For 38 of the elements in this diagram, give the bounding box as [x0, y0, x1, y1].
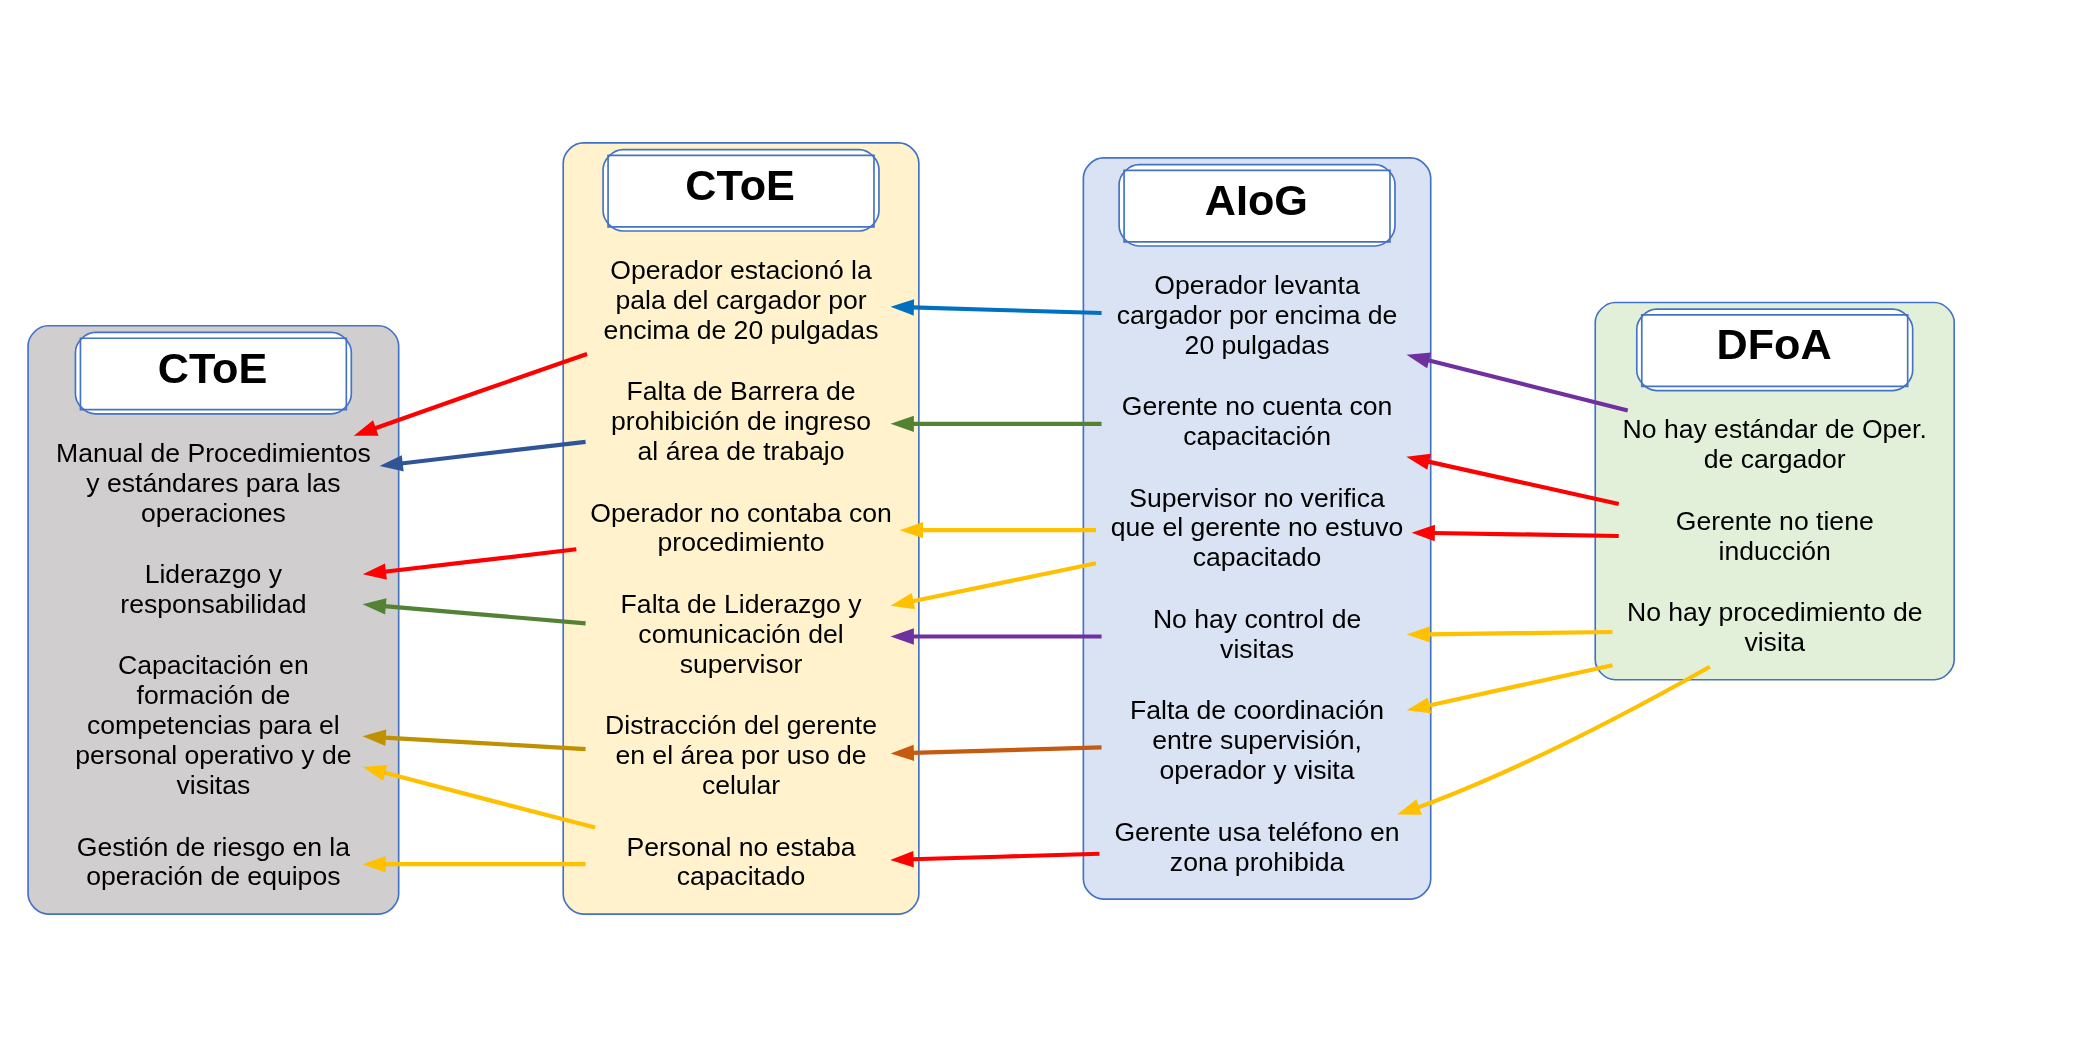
- arrow: [362, 764, 596, 830]
- node-text: Manual de Procedimientos y estándares para las operaciones: [56, 437, 371, 528]
- node-text: Operador no contaba con procedimiento: [590, 497, 892, 557]
- node-text: Gerente no cuenta con capacitación: [1121, 390, 1393, 451]
- node-text: Gestión de riesgo en la operación de equipos: [76, 831, 351, 891]
- node-text: Gerente usa teléfono en zona prohibida: [1114, 816, 1400, 877]
- arrow: [890, 415, 1102, 432]
- node-text: Operador estacionó la pala del cargador por encima de 20 pulgadas: [603, 254, 879, 345]
- arrow: [890, 560, 1097, 609]
- arrow: [379, 439, 586, 471]
- node-text: Capacitación en formación de competencias para el personal operativo y de visitas: [75, 649, 352, 800]
- arrow: [890, 744, 1102, 761]
- node-text: Liderazgo y responsabilidad: [120, 558, 307, 619]
- arrow: [1397, 664, 1711, 815]
- node-text: Gerente no tiene inducción: [1675, 505, 1874, 566]
- node-text: Falta de coordinación entre supervisión, operador y visita: [1129, 694, 1385, 785]
- node-text: Personal no estaba capacitado: [626, 831, 856, 891]
- arrow: [1406, 352, 1629, 412]
- arrow: [362, 546, 577, 580]
- arrow: [1411, 524, 1619, 541]
- node-text: No hay control de visitas: [1152, 603, 1362, 664]
- node-text: Falta de Barrera de prohibición de ingreso al área de trabajo: [611, 375, 872, 466]
- arrow: [362, 597, 586, 625]
- arrow: [1406, 625, 1613, 642]
- arrow: [890, 850, 1100, 867]
- arrow: [1406, 662, 1613, 713]
- node-text: Supervisor no verifica que el gerente no estuvo capacitado: [1110, 482, 1404, 572]
- node-text: No hay procedimiento de visita: [1626, 596, 1923, 657]
- arrow: [890, 627, 1102, 645]
- arrow: [362, 855, 586, 872]
- arrow: [890, 298, 1102, 316]
- node-text: Falta de Liderazgo y comunicación del supervisor: [620, 588, 862, 679]
- node-text: Operador levanta cargador por encima de 20 pulgadas: [1116, 269, 1398, 360]
- node-text: Distracción del gerente en el área por uso de celular: [605, 709, 877, 800]
- arrow: [362, 729, 586, 751]
- node-text: No hay estándar de Oper. de cargador: [1622, 413, 1927, 474]
- arrow: [899, 521, 1096, 538]
- arrow: [1406, 453, 1620, 506]
